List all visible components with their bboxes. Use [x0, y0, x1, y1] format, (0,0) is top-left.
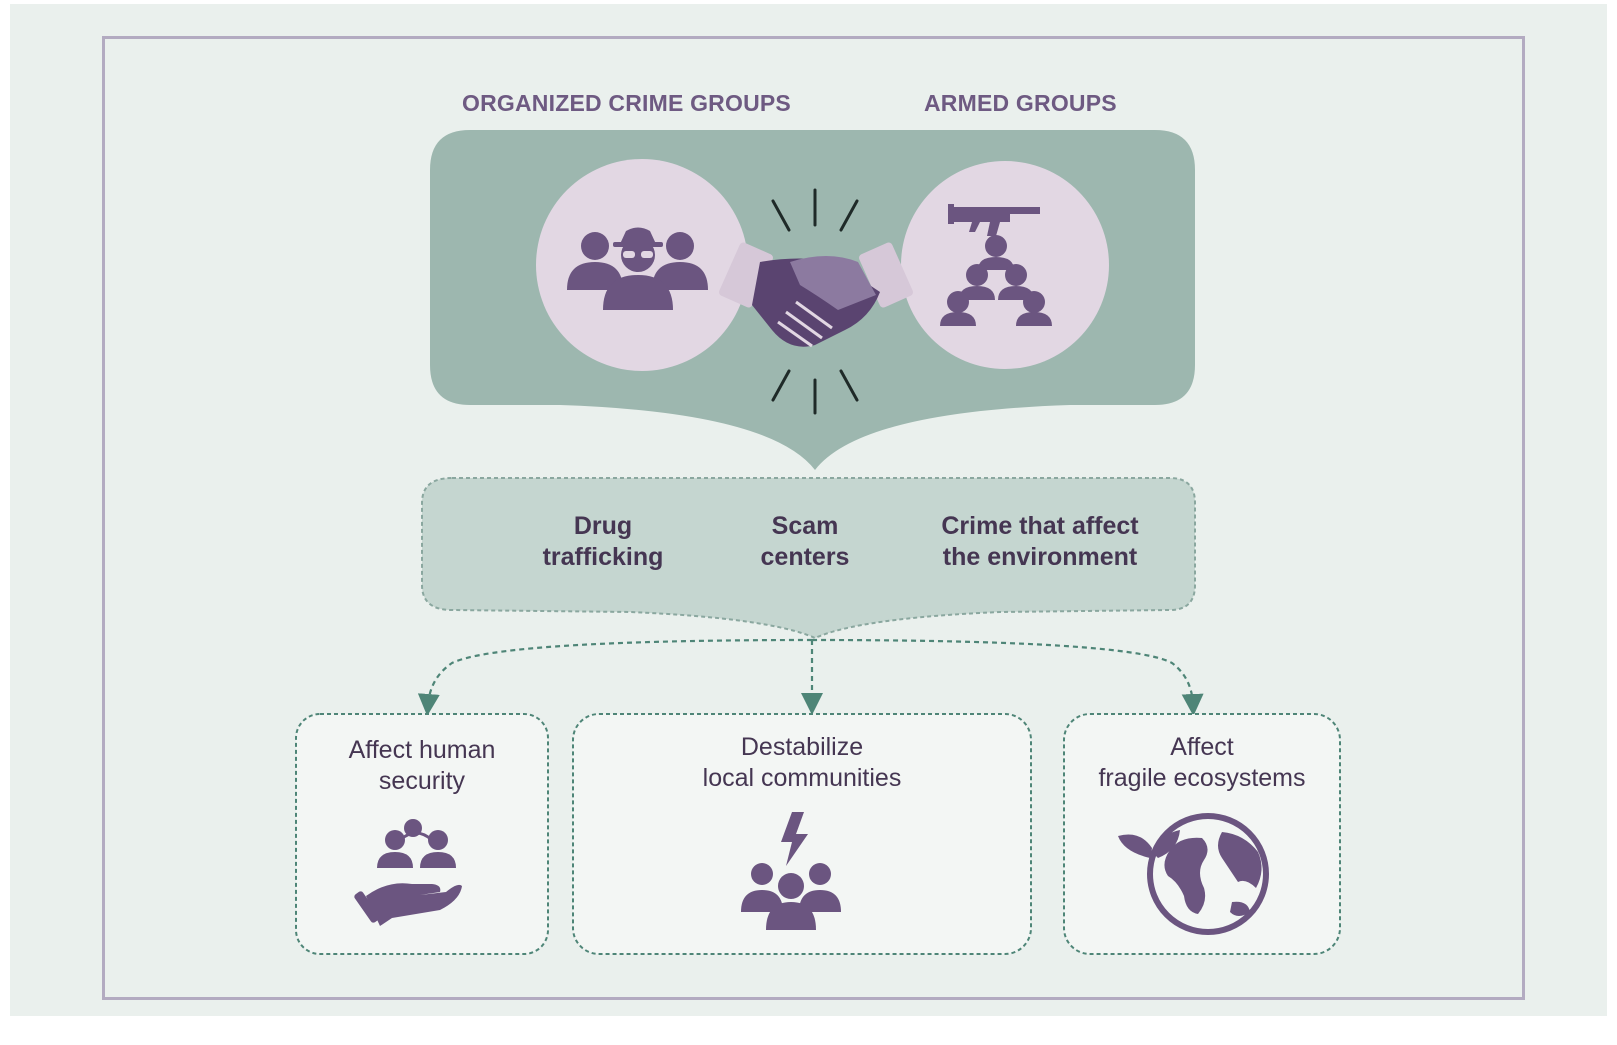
crime-environment: Crime that affect the environment	[941, 512, 1139, 571]
impact-box-ecosystems	[1063, 713, 1341, 955]
impact-connectors	[417, 638, 1204, 716]
impact-label-local-communities: Destabilize local communities	[702, 733, 902, 792]
globe-leaf-icon	[1118, 813, 1269, 935]
armed-group-icon	[940, 204, 1052, 326]
hand-holding-people-icon	[354, 819, 462, 926]
impact-label-human-security: Affect human security	[348, 736, 496, 795]
crimes-panel	[421, 477, 1196, 640]
armed-groups-label: ARMED GROUPS	[924, 90, 1117, 116]
impact-label-ecosystems: Affect fragile ecosystems	[1098, 733, 1306, 792]
organized-crime-groups-label: ORGANIZED CRIME GROUPS	[462, 90, 791, 116]
crime-group-icon	[567, 227, 708, 310]
diagram-frame	[102, 36, 1525, 1000]
crime-scam-centers: Scam centers	[760, 512, 850, 571]
lightning-group-icon	[741, 812, 841, 930]
crime-drug-trafficking: Drug trafficking	[542, 512, 664, 571]
handshake-icon	[719, 242, 913, 348]
handshake-spark-lines	[771, 188, 859, 415]
